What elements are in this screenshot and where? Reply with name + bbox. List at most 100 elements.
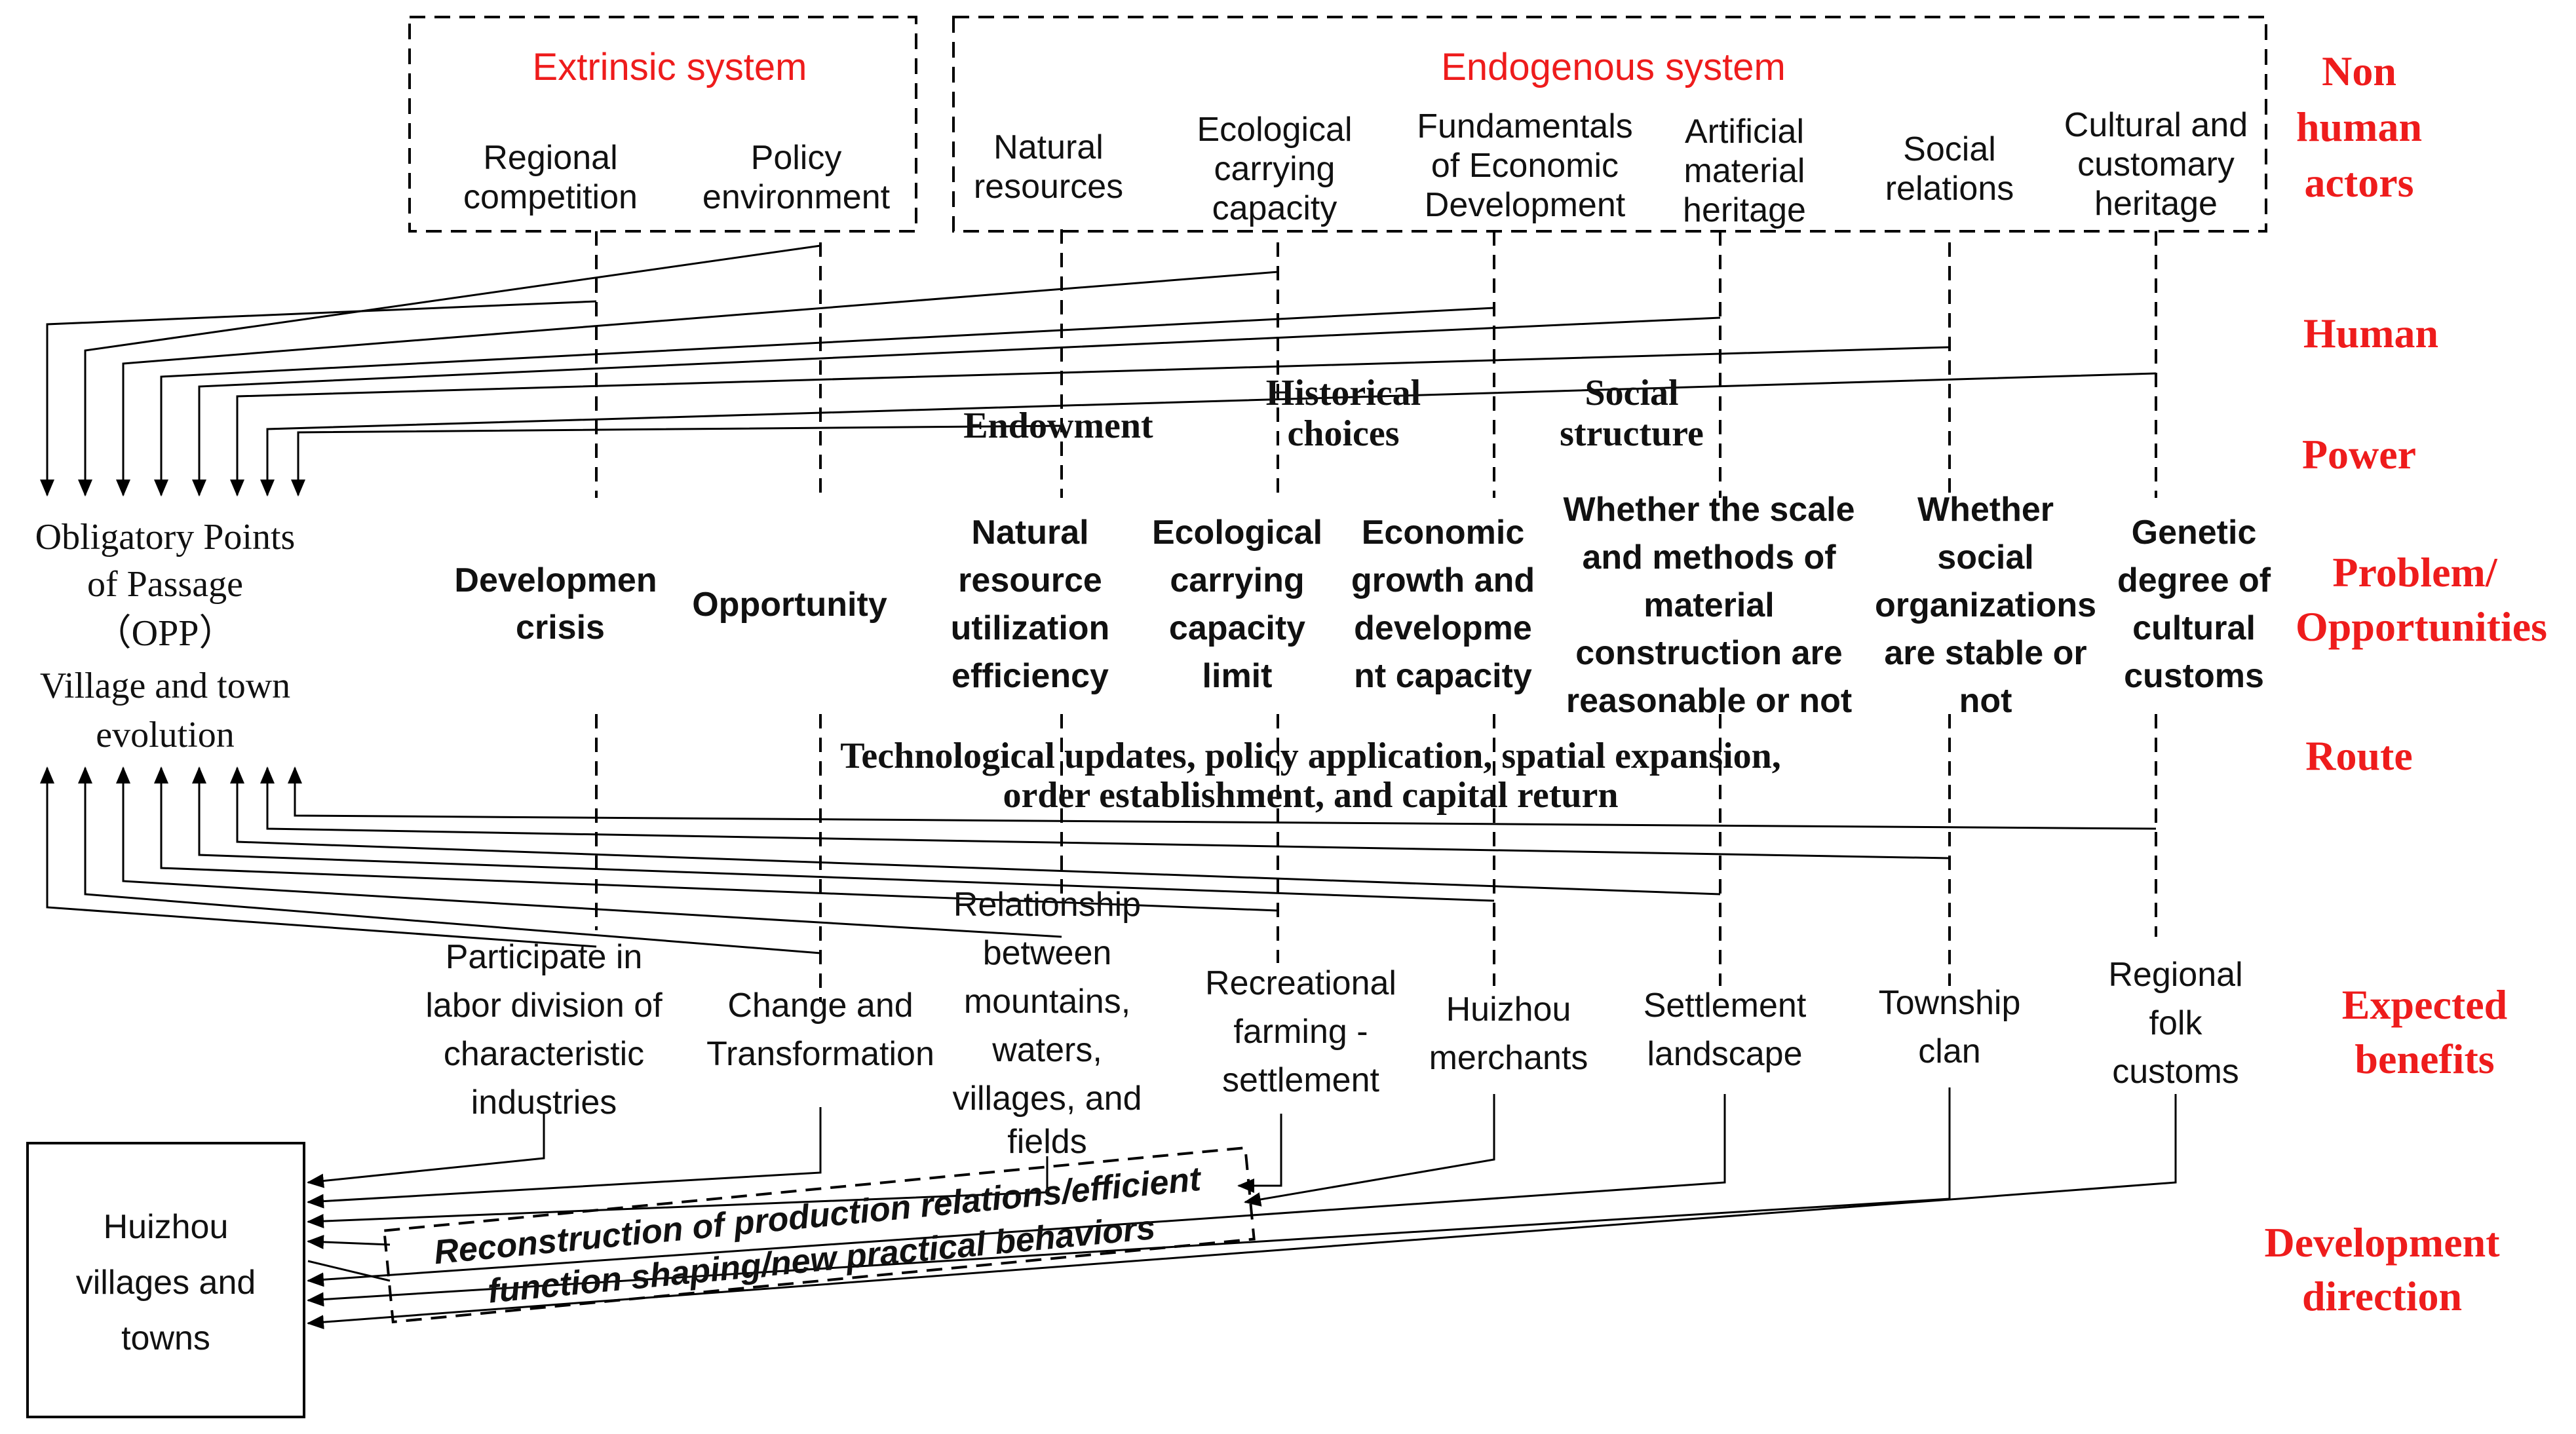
huizhou-box [26, 1142, 305, 1418]
svg-text:Fundamentals: Fundamentals [1417, 107, 1633, 145]
svg-text:cultural: cultural [2132, 609, 2256, 647]
svg-text:resource: resource [958, 561, 1102, 599]
svg-text:benefits: benefits [2355, 1036, 2494, 1082]
actor-cultural-customary-heritage: Cultural and customary heritage [2064, 106, 2248, 223]
benefit-recreational-farming: Recreational farming - settlement [1205, 964, 1396, 1099]
svg-text:Problem/: Problem/ [2332, 549, 2497, 595]
benefit-township-clan: Township clan [1879, 984, 2021, 1070]
svg-text:of Passage: of Passage [87, 564, 243, 605]
svg-text:Non: Non [2322, 48, 2396, 94]
svg-text:order establishment, and capit: order establishment, and capital return [1003, 775, 1618, 816]
row-label-problem-opportunities: Problem/ Opportunities [2296, 549, 2547, 650]
svg-text:material: material [1684, 152, 1805, 190]
svg-text:Huizhou: Huizhou [1446, 991, 1571, 1028]
svg-text:and methods of: and methods of [1582, 538, 1836, 576]
svg-text:folk: folk [2149, 1004, 2203, 1042]
svg-text:mountains,: mountains, [964, 983, 1130, 1021]
svg-text:direction: direction [2302, 1273, 2462, 1319]
benefit-settlement-landscape: Settlement landscape [1644, 987, 1807, 1073]
svg-text:crisis: crisis [516, 609, 605, 647]
svg-text:reasonable or not: reasonable or not [1566, 682, 1852, 720]
svg-text:Technological updates, policy: Technological updates, policy applicatio… [840, 736, 1781, 776]
svg-text:customs: customs [2112, 1053, 2239, 1091]
svg-text:relations: relations [1885, 170, 2014, 208]
svg-text:construction are: construction are [1575, 634, 1842, 672]
svg-text:Village and town: Village and town [40, 666, 290, 706]
svg-text:customary: customary [2077, 145, 2235, 183]
problem-natural-resource-efficiency: Natural resource utilization efficiency [951, 514, 1110, 695]
actor-ecological-carrying-capacity: Ecological carrying capacity [1197, 111, 1352, 227]
svg-text:Whether: Whether [1917, 491, 2054, 529]
svg-text:Expected: Expected [2342, 981, 2507, 1028]
row-label-human: Human [2303, 310, 2438, 356]
row-label-development-direction: Development direction [2264, 1219, 2500, 1319]
svg-text:heritage: heritage [1683, 191, 1806, 229]
svg-text:characteristic: characteristic [444, 1035, 644, 1073]
actor-fundamentals-economic-development: Fundamentals of Economic Development [1417, 107, 1633, 224]
svg-text:capacity: capacity [1169, 609, 1305, 647]
huizhou-box-label: Huizhou villages and towns [76, 1208, 256, 1357]
svg-text:Regional: Regional [483, 139, 617, 177]
svg-text:structure: structure [1560, 413, 1704, 454]
svg-text:Participate in: Participate in [446, 938, 643, 976]
benefit-regional-folk-customs: Regional folk customs [2108, 956, 2242, 1091]
svg-text:developme: developme [1354, 609, 1532, 647]
svg-text:Township: Township [1879, 984, 2021, 1022]
extrinsic-system-box [408, 16, 917, 233]
svg-text:Opportunity: Opportunity [692, 586, 887, 624]
svg-text:nt capacity: nt capacity [1354, 657, 1532, 695]
row-label-expected-benefits: Expected benefits [2342, 981, 2507, 1082]
svg-text:villages and: villages and [76, 1264, 256, 1302]
actor-column-lines [595, 229, 2157, 1002]
svg-text:fields: fields [1007, 1123, 1086, 1161]
benefit-mountains-waters: Relationship between mountains, waters, … [952, 886, 1142, 1161]
svg-text:evolution: evolution [96, 715, 235, 755]
actor-artificial-material-heritage: Artificial material heritage [1683, 113, 1806, 229]
svg-text:choices: choices [1287, 413, 1399, 454]
actor-natural-resources: Natural resources [974, 128, 1123, 206]
row-label-route: Route [2305, 732, 2413, 779]
power-social-structure: Social structure [1560, 373, 1704, 454]
row-label-non-human-actors: Non human actors [2296, 48, 2422, 206]
svg-text:heritage: heritage [2094, 185, 2218, 223]
svg-text:Huizhou: Huizhou [104, 1208, 229, 1246]
problem-economic-growth: Economic growth and developme nt capacit… [1351, 514, 1535, 695]
svg-text:material: material [1644, 586, 1774, 624]
problem-social-organizations: Whether social organizations are stable … [1875, 491, 2096, 720]
problem-opportunity: Opportunity [692, 586, 887, 624]
svg-text:（OPP）: （OPP） [95, 613, 236, 654]
svg-text:merchants: merchants [1429, 1039, 1588, 1077]
svg-text:clan: clan [1918, 1032, 1980, 1070]
svg-text:Recreational: Recreational [1205, 964, 1396, 1002]
svg-text:actors: actors [2304, 159, 2413, 206]
opp-label: Obligatory Points of Passage （OPP） Villa… [35, 517, 296, 755]
row-label-power: Power [2302, 431, 2416, 478]
svg-text:farming -: farming - [1233, 1013, 1368, 1051]
endogenous-system-title: Endogenous system [1441, 46, 1786, 88]
endogenous-system-box [952, 16, 2267, 233]
svg-text:Ecological: Ecological [1152, 514, 1322, 552]
svg-text:Transformation: Transformation [706, 1035, 934, 1073]
svg-text:environment: environment [702, 178, 891, 216]
svg-text:settlement: settlement [1222, 1061, 1379, 1099]
benefit-change-transformation: Change and Transformation [706, 987, 934, 1073]
power-endowment: Endowment [963, 406, 1153, 446]
benefit-labor-division: Participate in labor division of charact… [425, 938, 663, 1122]
svg-text:resources: resources [974, 168, 1123, 206]
svg-text:Obligatory Points: Obligatory Points [35, 517, 296, 557]
svg-text:human: human [2296, 104, 2422, 150]
svg-text:carrying: carrying [1214, 150, 1336, 188]
svg-text:Policy: Policy [751, 139, 842, 177]
actor-regional-competition: Regional competition [463, 139, 638, 216]
benefit-huizhou-merchants: Huizhou merchants [1429, 991, 1588, 1077]
svg-text:Social: Social [1903, 130, 1996, 168]
actor-social-relations: Social relations [1885, 130, 2014, 208]
svg-text:customs: customs [2124, 657, 2264, 695]
svg-text:Natural: Natural [971, 514, 1088, 552]
svg-text:social: social [1937, 538, 2033, 576]
problem-cultural-customs: Genetic degree of cultural customs [2117, 514, 2271, 695]
svg-text:competition: competition [463, 178, 638, 216]
extrinsic-system-title: Extrinsic system [533, 46, 807, 88]
svg-text:Ecological: Ecological [1197, 111, 1352, 149]
svg-text:Whether the scale: Whether the scale [1563, 491, 1855, 529]
